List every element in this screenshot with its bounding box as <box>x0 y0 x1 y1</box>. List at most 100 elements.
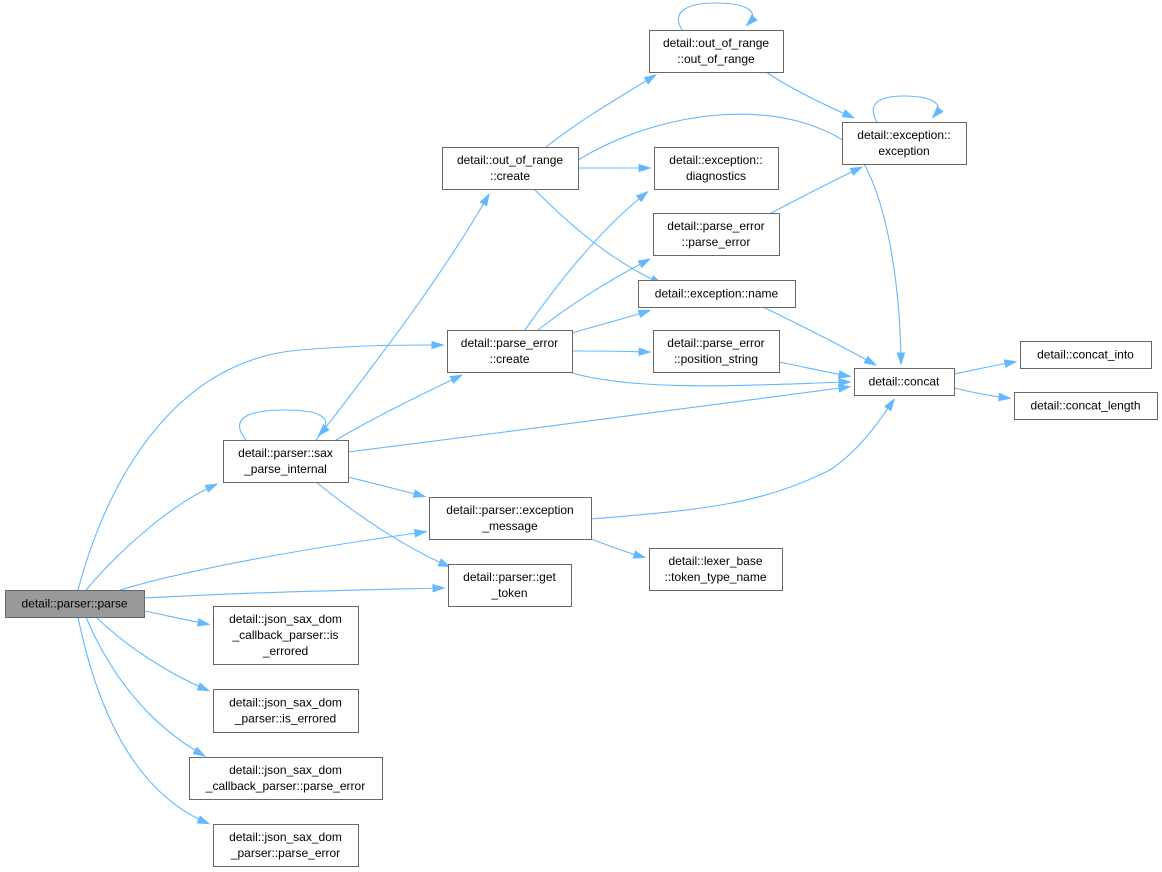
edge-parse-to-get_token <box>143 583 446 599</box>
node-box[interactable] <box>213 824 359 867</box>
edge-arrowhead <box>431 340 445 350</box>
edge-pe_create-to-pe_pos <box>571 347 652 357</box>
node-oor-ctor[interactable]: detail::out_of_range::out_of_range <box>649 30 784 73</box>
node-exc-name[interactable]: detail::exception::name <box>638 280 796 308</box>
edge-arrowhead <box>449 374 464 384</box>
node-pe-ctor[interactable]: detail::parse_error::parse_error <box>653 213 780 256</box>
node-box[interactable] <box>649 548 783 591</box>
edge-arrowhead <box>204 483 219 493</box>
node-box[interactable] <box>854 368 955 396</box>
node-get-token[interactable]: detail::parser::get_token <box>448 564 572 607</box>
node-oor-create[interactable]: detail::out_of_range::create <box>442 147 579 190</box>
edge-arrowhead <box>635 190 649 203</box>
node-box[interactable] <box>638 280 796 308</box>
edge-oor_create-to-exc_name <box>533 188 664 285</box>
node-box[interactable] <box>842 122 967 165</box>
edge-line <box>315 195 489 441</box>
node-lexer-ttn[interactable]: detail::lexer_base::token_type_name <box>649 548 783 591</box>
node-concat[interactable]: detail::concat <box>854 368 955 396</box>
node-label-line: detail::parse_error <box>461 336 558 350</box>
edge-arrowhead <box>837 384 852 393</box>
edge-arrowhead <box>841 109 856 119</box>
edge-exc_msg-to-lexer_ttn <box>590 538 647 559</box>
edge-line <box>571 350 649 353</box>
node-jsdp-parse-error[interactable]: detail::json_sax_dom_parser::parse_error <box>213 824 359 867</box>
edge-pe_create-to-pe_ctor <box>537 258 652 331</box>
node-pe-create[interactable]: detail::parse_error::create <box>447 330 573 373</box>
edge-arrowhead <box>837 370 852 379</box>
edge-pe_create-to-concat <box>571 372 852 387</box>
edge-pe_ctor-to-exc_ctor <box>770 166 864 214</box>
edge-line <box>85 616 204 756</box>
edge-arrowhead <box>896 352 906 366</box>
edge-line <box>239 409 327 441</box>
node-label-line: detail::out_of_range <box>457 153 563 167</box>
edge-oor_create-to-oor_ctor <box>545 74 658 148</box>
edge-arrowhead <box>196 618 211 627</box>
node-box[interactable] <box>5 590 145 618</box>
node-box[interactable] <box>223 440 349 483</box>
node-label-line: ::parse_error <box>682 235 751 249</box>
edge-arrowhead <box>745 14 758 27</box>
edge-exc_name-to-concat <box>762 306 878 366</box>
edge-pe_pos-to-concat <box>778 361 852 379</box>
edge-arrowhead <box>849 166 864 176</box>
node-box[interactable] <box>649 30 784 73</box>
node-exc-msg[interactable]: detail::parser::exception_message <box>429 497 592 540</box>
node-sax-parse-internal[interactable]: detail::parser::sax_parse_internal <box>223 440 349 483</box>
node-label-line: _parse_internal <box>243 462 327 476</box>
node-label-line: detail::lexer_base <box>668 554 762 568</box>
node-label-line: _parser::is_errored <box>234 712 336 726</box>
node-box[interactable] <box>189 757 383 800</box>
node-label-line: ::create <box>490 169 530 183</box>
node-parse[interactable]: detail::parser::parse <box>5 590 145 618</box>
edges-layer <box>77 2 1018 825</box>
edge-sax_parse_internal-to-oor_create <box>315 192 490 441</box>
node-jsdcp-is-errored[interactable]: detail::json_sax_dom_callback_parser::is… <box>213 606 359 665</box>
edge-line <box>347 476 424 497</box>
edge-arrowhead <box>637 309 652 318</box>
node-box[interactable] <box>448 564 572 607</box>
node-box[interactable] <box>1020 341 1152 369</box>
node-label-line: detail::exception:: <box>669 153 762 167</box>
edge-line <box>77 344 442 591</box>
edge-line <box>571 372 849 387</box>
edge-arrowhead <box>638 163 652 173</box>
edge-line <box>537 259 649 331</box>
node-label-line: detail::exception::name <box>655 287 779 301</box>
node-exc-ctor[interactable]: detail::exception::exception <box>842 122 967 165</box>
node-box[interactable] <box>213 606 359 665</box>
node-box[interactable] <box>213 689 359 733</box>
edge-parse-to-jsdp_is_errored <box>95 616 211 692</box>
edge-line <box>872 95 939 123</box>
node-box[interactable] <box>653 330 780 373</box>
node-box[interactable] <box>442 147 579 190</box>
node-exc-diag[interactable]: detail::exception::diagnostics <box>654 147 779 190</box>
edge-arrowhead <box>192 746 207 757</box>
edge-sax_parse_internal-to-pe_create <box>335 374 464 441</box>
edge-arrowhead <box>196 815 211 825</box>
edge-arrowhead <box>638 347 652 357</box>
node-label-line: detail::out_of_range <box>663 36 769 50</box>
edge-line <box>77 616 208 824</box>
node-label-line: detail::parse_error <box>667 336 764 350</box>
node-concat-length[interactable]: detail::concat_length <box>1014 392 1158 420</box>
node-box[interactable] <box>654 147 779 190</box>
node-box[interactable] <box>429 497 592 540</box>
edge-line <box>95 616 208 691</box>
edge-exc_ctor-to-exc_ctor <box>872 95 944 123</box>
node-label-line: detail::parse_error <box>667 219 764 233</box>
node-box[interactable] <box>1014 392 1158 420</box>
node-label-line: detail::json_sax_dom <box>229 696 342 710</box>
node-jsdp-is-errored[interactable]: detail::json_sax_dom_parser::is_errored <box>213 689 359 733</box>
node-pe-pos[interactable]: detail::parse_error::position_string <box>653 330 780 373</box>
node-label-line: ::create <box>489 352 529 366</box>
edge-line <box>524 192 647 331</box>
node-concat-into[interactable]: detail::concat_into <box>1020 341 1152 369</box>
edge-pe_create-to-exc_name <box>571 309 652 334</box>
edge-line <box>765 71 853 118</box>
node-box[interactable] <box>653 213 780 256</box>
node-box[interactable] <box>447 330 573 373</box>
edge-arrowhead <box>884 398 896 412</box>
node-jsdcp-parse-error[interactable]: detail::json_sax_dom_callback_parser::pa… <box>189 757 383 800</box>
